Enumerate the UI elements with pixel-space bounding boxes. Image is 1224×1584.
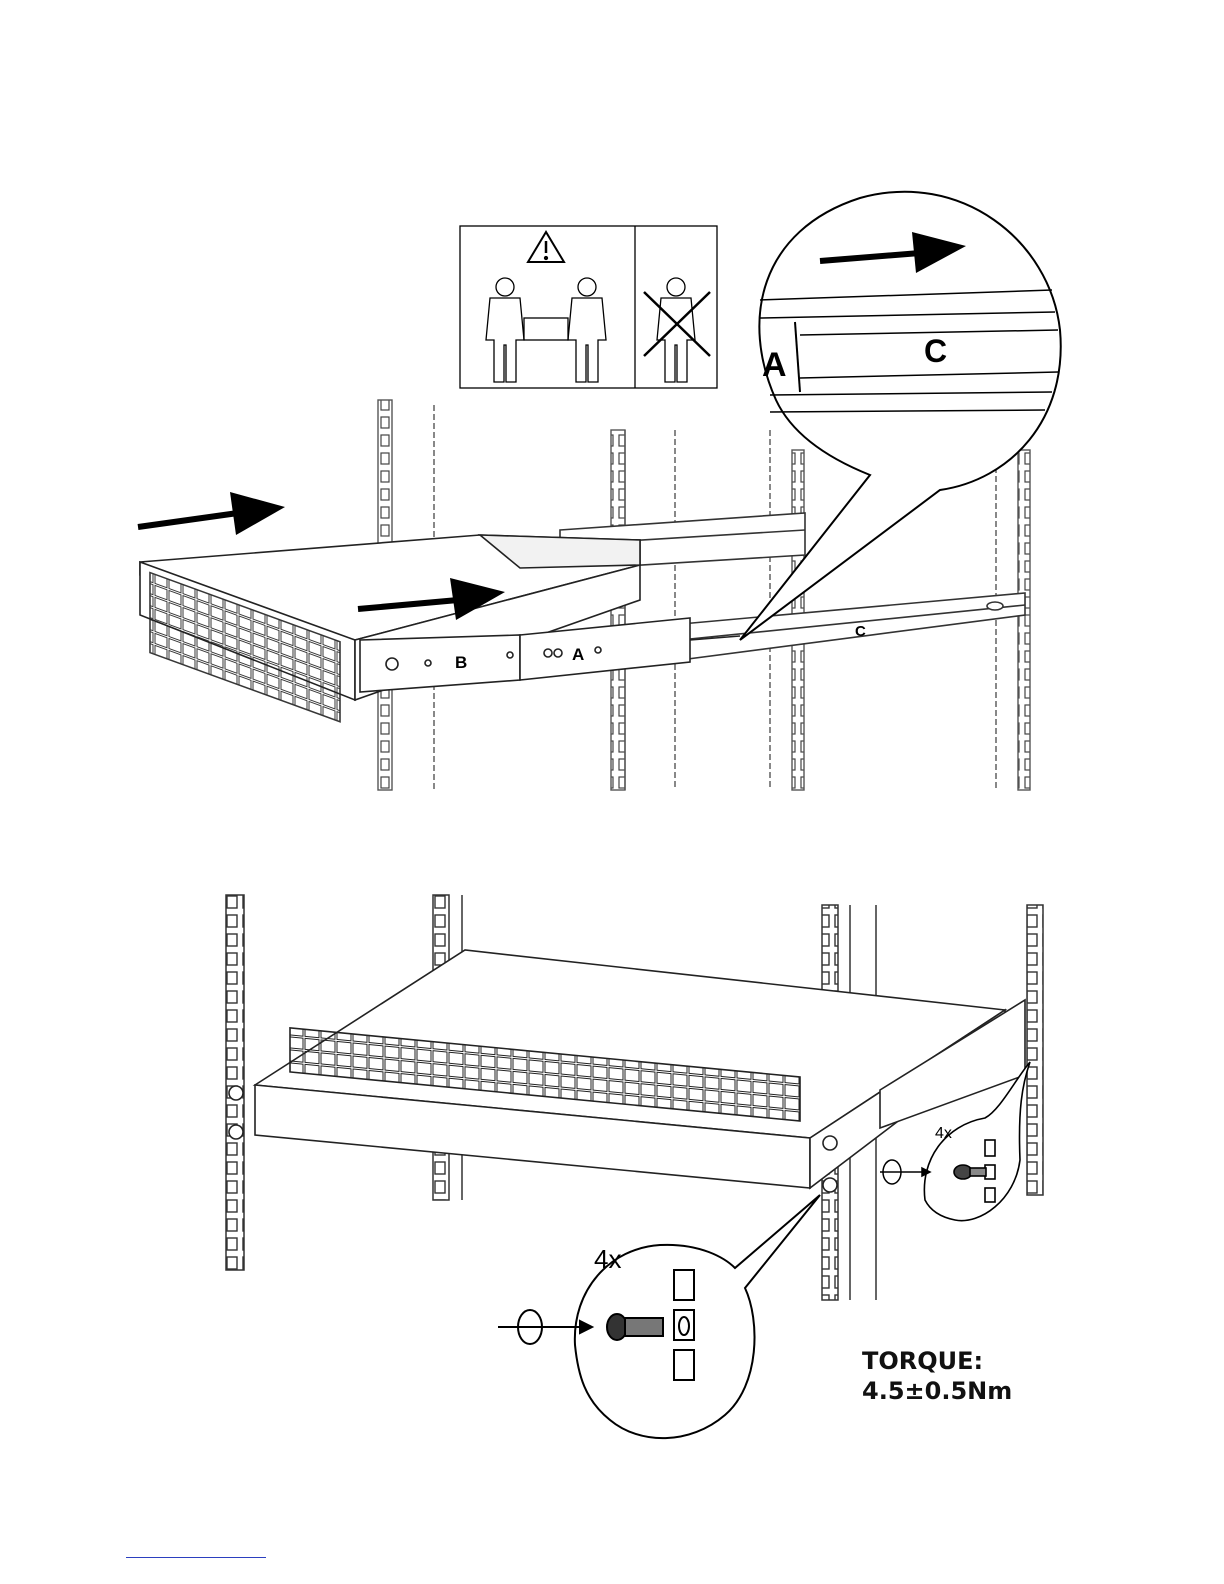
rail-zoom-callout bbox=[740, 192, 1061, 640]
zoom-label-c: C bbox=[924, 333, 947, 369]
slide-label-c: C bbox=[855, 623, 866, 640]
front-screwdriver-icon bbox=[498, 1310, 592, 1344]
slide-label-b: B bbox=[455, 653, 467, 672]
footer-rule bbox=[126, 1557, 266, 1558]
torque-value: 4.5±0.5Nm bbox=[862, 1376, 1012, 1406]
rear-screwdriver-icon bbox=[880, 1160, 930, 1184]
torque-spec: TORQUE: 4.5±0.5Nm bbox=[862, 1346, 1012, 1406]
rear-screw-count: 4x bbox=[935, 1125, 952, 1142]
zoom-label-a: A bbox=[762, 346, 787, 384]
switch-installed bbox=[229, 950, 1025, 1192]
slide-label-a: A bbox=[572, 645, 584, 664]
installed-port-grid bbox=[290, 1028, 800, 1121]
rack-posts-fig2 bbox=[226, 895, 1043, 1300]
two-person-lift-warning-icon bbox=[460, 226, 717, 388]
front-screw-callout bbox=[575, 1195, 820, 1438]
torque-title: TORQUE: bbox=[862, 1346, 1012, 1376]
front-screw-count: 4x bbox=[594, 1244, 621, 1274]
rail-install-figure: B A C bbox=[0, 0, 1224, 800]
push-arrow-left bbox=[138, 492, 285, 535]
rear-screw-callout bbox=[924, 1062, 1030, 1221]
